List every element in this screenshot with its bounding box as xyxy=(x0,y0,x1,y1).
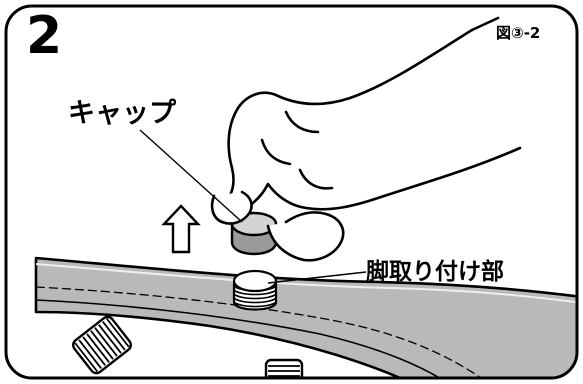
cap-leader-line xyxy=(139,129,243,223)
rail-groove-line xyxy=(35,286,501,378)
rail-inner-line xyxy=(35,299,461,378)
step-number: 2 xyxy=(26,6,63,66)
thread-stub-left xyxy=(71,315,133,375)
cap-label: キャップ xyxy=(68,98,176,129)
figure-reference: 図③-2 xyxy=(496,24,541,42)
up-arrow-icon xyxy=(161,204,201,254)
leg-mount-post xyxy=(232,269,278,311)
panel-frame xyxy=(4,4,579,380)
hand-icon xyxy=(210,16,522,262)
mount-leader-line xyxy=(267,271,367,284)
rail-highlight xyxy=(35,263,577,305)
leg-mount-label: 脚取り付け部 xyxy=(366,259,504,285)
thread-stub-bottom xyxy=(264,358,304,378)
